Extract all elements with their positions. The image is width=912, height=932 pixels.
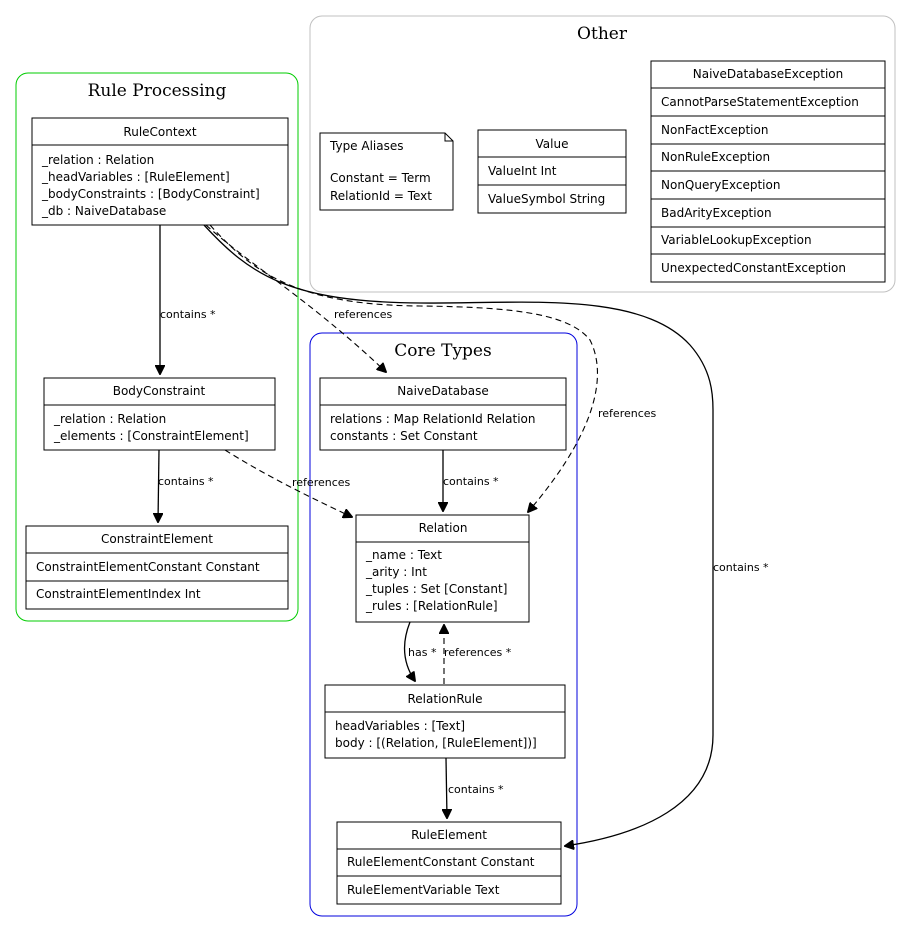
node-naivedatabase: NaiveDatabase relations : Map RelationId… bbox=[319, 377, 567, 451]
edges: contains * references references contain… bbox=[158, 224, 769, 846]
node-relation: Relation _name : Text _arity : Int _tupl… bbox=[355, 514, 530, 623]
node-constructor: NonQueryException bbox=[661, 178, 780, 192]
node-constructor: ValueSymbol String bbox=[488, 192, 605, 206]
edge-label-relation-relationrule: has * bbox=[408, 646, 437, 659]
node-constructor: UnexpectedConstantException bbox=[661, 261, 846, 275]
node-rulecontext: RuleContext _relation : Relation _headVa… bbox=[31, 117, 289, 226]
node-field: body : [(Relation, [RuleElement])] bbox=[335, 736, 537, 750]
node-field: _bodyConstraints : [BodyConstraint] bbox=[41, 187, 260, 201]
note-title: Type Aliases bbox=[329, 139, 404, 153]
node-constructor: ConstraintElementIndex Int bbox=[36, 587, 201, 601]
edge-label-rulecontext-relation: references bbox=[598, 407, 657, 420]
node-field: _headVariables : [RuleElement] bbox=[41, 170, 230, 184]
node-field: relations : Map RelationId Relation bbox=[330, 412, 535, 426]
node-title: RelationRule bbox=[408, 692, 483, 706]
node-title: NaiveDatabaseException bbox=[693, 67, 843, 81]
node-title: NaiveDatabase bbox=[397, 384, 488, 398]
node-type-aliases-note: Type Aliases Constant = Term RelationId … bbox=[319, 132, 454, 211]
node-constructor: NonRuleException bbox=[661, 150, 770, 164]
node-constructor: RuleElementVariable Text bbox=[347, 883, 500, 897]
node-constructor: NonFactException bbox=[661, 123, 768, 137]
node-field: _relation : Relation bbox=[53, 412, 166, 426]
node-field: _name : Text bbox=[365, 548, 442, 562]
node-title: RuleElement bbox=[411, 828, 487, 842]
node-bodyconstraint: BodyConstraint _relation : Relation _ele… bbox=[43, 377, 276, 451]
cluster-title-core-types: Core Types bbox=[394, 341, 491, 361]
edge-label-bodyconstraint-relation: references bbox=[292, 476, 351, 489]
node-field: constants : Set Constant bbox=[330, 429, 478, 443]
node-field: _db : NaiveDatabase bbox=[41, 204, 166, 218]
edge-relation-relationrule bbox=[403, 621, 415, 681]
node-constructor: VariableLookupException bbox=[661, 233, 812, 247]
node-constraintelement: ConstraintElement ConstraintElementConst… bbox=[25, 525, 289, 610]
node-value: Value ValueInt Int ValueSymbol String bbox=[477, 129, 627, 214]
note-line: Constant = Term bbox=[330, 171, 431, 185]
edge-rulecontext-relation bbox=[209, 224, 598, 512]
node-title: Value bbox=[536, 137, 569, 151]
edge-label-bodyconstraint-constraintelement: contains * bbox=[158, 475, 214, 488]
node-field: _arity : Int bbox=[365, 565, 427, 579]
node-naivedatabaseexception: NaiveDatabaseException CannotParseStatem… bbox=[650, 60, 886, 283]
node-constructor: RuleElementConstant Constant bbox=[347, 855, 535, 869]
node-relationrule: RelationRule headVariables : [Text] body… bbox=[324, 684, 566, 759]
node-field: _elements : [ConstraintElement] bbox=[53, 429, 249, 443]
cluster-rule-processing: Rule Processing bbox=[15, 72, 299, 622]
edge-label-rulecontext-naivedatabase: references bbox=[334, 308, 393, 321]
node-title: RuleContext bbox=[123, 125, 196, 139]
edge-label-rulecontext-ruleelement: contains * bbox=[713, 561, 769, 574]
edge-label-naivedatabase-relation: contains * bbox=[443, 475, 499, 488]
note-line: RelationId = Text bbox=[330, 189, 432, 203]
edge-bodyconstraint-relation bbox=[224, 449, 352, 517]
cluster-other: Other bbox=[309, 15, 896, 293]
node-constructor: ConstraintElementConstant Constant bbox=[36, 560, 260, 574]
cluster-core-types: Core Types bbox=[309, 332, 578, 917]
node-title: BodyConstraint bbox=[113, 384, 206, 398]
node-field: headVariables : [Text] bbox=[335, 719, 465, 733]
node-constructor: ValueInt Int bbox=[488, 164, 557, 178]
node-constructor: BadArityException bbox=[661, 206, 772, 220]
edge-label-rulecontext-bodyconstraint: contains * bbox=[160, 308, 216, 321]
edge-label-relationrule-ruleelement: contains * bbox=[448, 783, 504, 796]
node-constructor: CannotParseStatementException bbox=[661, 95, 859, 109]
node-title: ConstraintElement bbox=[101, 532, 213, 546]
edge-rulecontext-ruleelement bbox=[203, 224, 714, 846]
node-field: _rules : [RelationRule] bbox=[365, 599, 498, 613]
node-title: Relation bbox=[419, 521, 468, 535]
cluster-title-rule-processing: Rule Processing bbox=[88, 81, 227, 101]
edge-bodyconstraint-constraintelement bbox=[158, 449, 159, 522]
edge-label-relationrule-relation: references * bbox=[444, 646, 512, 659]
node-ruleelement: RuleElement RuleElementConstant Constant… bbox=[336, 821, 562, 905]
cluster-title-other: Other bbox=[577, 24, 628, 44]
node-field: _relation : Relation bbox=[41, 153, 154, 167]
edge-rulecontext-naivedatabase bbox=[205, 224, 386, 372]
edge-relationrule-ruleelement bbox=[446, 757, 447, 818]
node-field: _tuples : Set [Constant] bbox=[365, 582, 507, 596]
